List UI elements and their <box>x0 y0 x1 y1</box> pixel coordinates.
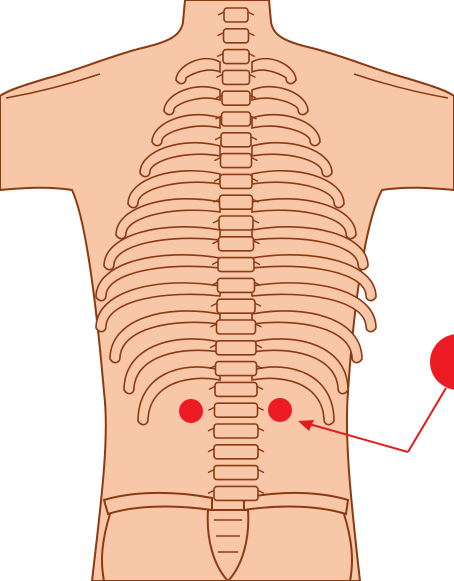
vertebra-1 <box>224 8 248 22</box>
callout-leader <box>408 388 446 452</box>
right-acupoint <box>268 398 292 422</box>
vertebra-15 <box>217 299 255 313</box>
vertebra-21 <box>214 424 258 438</box>
vertebra-6 <box>222 112 251 126</box>
vertebra-7 <box>221 133 251 147</box>
vertebra-3 <box>223 50 249 64</box>
vertebra-14 <box>218 278 255 292</box>
vertebra-9 <box>220 174 252 188</box>
left-acupoint <box>179 399 203 423</box>
vertebra-5 <box>222 91 250 105</box>
vertebra-18 <box>216 362 257 376</box>
vertebra-11 <box>219 216 253 230</box>
vertebra-8 <box>221 154 252 168</box>
vertebra-16 <box>217 320 256 334</box>
vertebra-13 <box>218 258 254 272</box>
vertebra-2 <box>224 29 249 43</box>
vertebra-20 <box>215 403 258 417</box>
callout-marker <box>430 334 454 390</box>
vertebra-12 <box>219 237 254 251</box>
vertebra-10 <box>220 195 253 209</box>
vertebra-22 <box>214 445 258 459</box>
vertebra-17 <box>216 341 256 355</box>
vertebra-19 <box>215 382 257 396</box>
vertebra-24 <box>214 486 258 500</box>
vertebra-4 <box>223 70 250 84</box>
vertebra-23 <box>214 466 258 480</box>
